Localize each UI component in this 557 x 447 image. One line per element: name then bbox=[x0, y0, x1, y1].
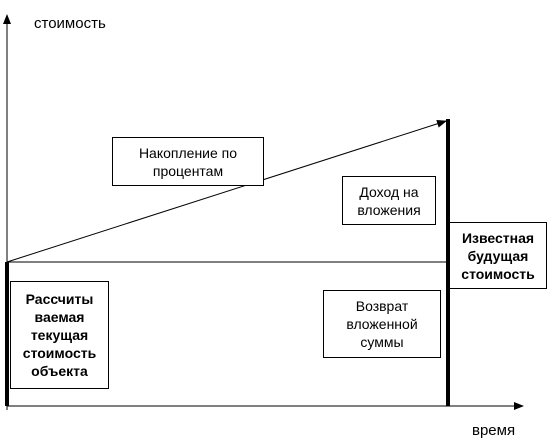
y-axis-label: стоимость bbox=[34, 15, 106, 32]
accumulation-label: Накопление по процентам bbox=[138, 144, 238, 179]
income-label: Доход на вложения bbox=[357, 183, 421, 218]
known-future-value-box: Известная будущая стоимость bbox=[449, 222, 547, 289]
present-value-box: Рассчиты ваемая текущая стоимость объект… bbox=[10, 281, 109, 389]
return-of-investment-label: Возврат вложенной суммы bbox=[346, 298, 418, 350]
accumulation-label-box: Накопление по процентам bbox=[112, 137, 264, 186]
present-value-label: Рассчиты ваемая текущая стоимость объект… bbox=[22, 291, 97, 379]
known-future-value-label: Известная будущая стоимость bbox=[461, 229, 535, 282]
return-of-investment-box: Возврат вложенной суммы bbox=[323, 290, 441, 358]
income-label-box: Доход на вложения bbox=[342, 176, 436, 225]
accumulation-line bbox=[6, 119, 447, 263]
x-axis-label: время bbox=[472, 422, 516, 439]
